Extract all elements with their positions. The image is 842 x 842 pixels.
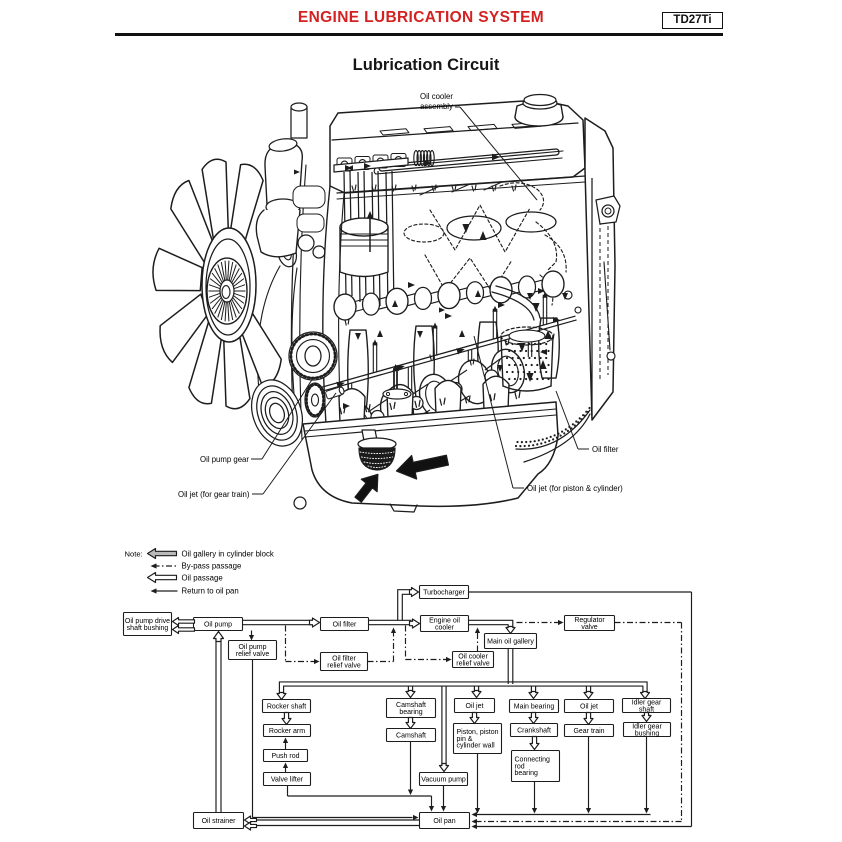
svg-text:Oil pump: Oil pump bbox=[238, 644, 266, 651]
svg-text:Valve lifter: Valve lifter bbox=[271, 776, 304, 783]
svg-text:Oil pump drive: Oil pump drive bbox=[125, 618, 170, 625]
svg-text:valve: valve bbox=[581, 624, 597, 631]
svg-text:Main bearing: Main bearing bbox=[514, 703, 555, 710]
svg-text:Regulator: Regulator bbox=[574, 617, 605, 624]
svg-text:Camshaft: Camshaft bbox=[396, 702, 426, 709]
svg-text:Oil pump: Oil pump bbox=[204, 621, 232, 628]
svg-text:Oil gallery in cylinder block: Oil gallery in cylinder block bbox=[182, 550, 274, 559]
svg-text:relief valve: relief valve bbox=[236, 651, 270, 658]
svg-text:By-pass passage: By-pass passage bbox=[182, 562, 242, 571]
svg-text:Oil filter: Oil filter bbox=[332, 655, 356, 662]
svg-text:bushing: bushing bbox=[635, 730, 660, 737]
svg-text:Idler gear: Idler gear bbox=[632, 723, 662, 730]
svg-text:assembly: assembly bbox=[420, 102, 453, 111]
svg-text:Oil filter: Oil filter bbox=[592, 445, 619, 454]
svg-text:Oil jet (for piston & cylinder: Oil jet (for piston & cylinder) bbox=[527, 484, 623, 493]
svg-text:Push rod: Push rod bbox=[271, 753, 299, 760]
svg-text:Oil cooler: Oil cooler bbox=[420, 92, 453, 101]
svg-text:shaft: shaft bbox=[639, 706, 654, 713]
svg-text:Oil strainer: Oil strainer bbox=[202, 818, 237, 825]
svg-text:Oil cooler: Oil cooler bbox=[458, 653, 488, 660]
svg-text:Oil jet: Oil jet bbox=[580, 703, 598, 710]
svg-text:Oil pump gear: Oil pump gear bbox=[200, 455, 249, 464]
svg-text:cylinder wall: cylinder wall bbox=[457, 743, 496, 750]
svg-text:Idler gear: Idler gear bbox=[632, 699, 662, 706]
svg-text:Rocker shaft: Rocker shaft bbox=[267, 703, 306, 710]
svg-text:Vacuum pump: Vacuum pump bbox=[421, 776, 466, 783]
svg-text:shaft bushing: shaft bushing bbox=[127, 625, 169, 632]
svg-text:Engine oil: Engine oil bbox=[429, 617, 460, 624]
svg-text:Oil filter: Oil filter bbox=[333, 621, 357, 628]
svg-text:Return to oil pan: Return to oil pan bbox=[182, 587, 239, 596]
svg-text:cooler: cooler bbox=[435, 624, 455, 631]
svg-text:bearing: bearing bbox=[515, 770, 538, 777]
svg-text:pin &: pin & bbox=[457, 736, 473, 743]
svg-text:Connecting: Connecting bbox=[515, 756, 551, 763]
svg-text:Rocker arm: Rocker arm bbox=[269, 728, 305, 735]
svg-text:relief valve: relief valve bbox=[327, 662, 361, 669]
svg-text:Oil jet: Oil jet bbox=[466, 703, 484, 710]
svg-text:Turbocharger: Turbocharger bbox=[423, 589, 465, 596]
svg-text:Oil passage: Oil passage bbox=[182, 574, 223, 583]
svg-text:Piston, piston: Piston, piston bbox=[457, 729, 499, 736]
svg-text:Gear train: Gear train bbox=[573, 728, 604, 735]
svg-text:Oil jet (for gear train): Oil jet (for gear train) bbox=[178, 490, 250, 499]
svg-text:Oil pan: Oil pan bbox=[433, 818, 455, 825]
svg-text:rod: rod bbox=[515, 763, 525, 770]
svg-text:Main oil gallery: Main oil gallery bbox=[487, 638, 534, 645]
svg-text:Note:: Note: bbox=[125, 550, 143, 559]
svg-text:Camshaft: Camshaft bbox=[396, 732, 426, 739]
svg-text:Crankshaft: Crankshaft bbox=[517, 727, 551, 734]
svg-text:relief valve: relief valve bbox=[456, 660, 490, 667]
svg-text:bearing: bearing bbox=[399, 709, 422, 716]
